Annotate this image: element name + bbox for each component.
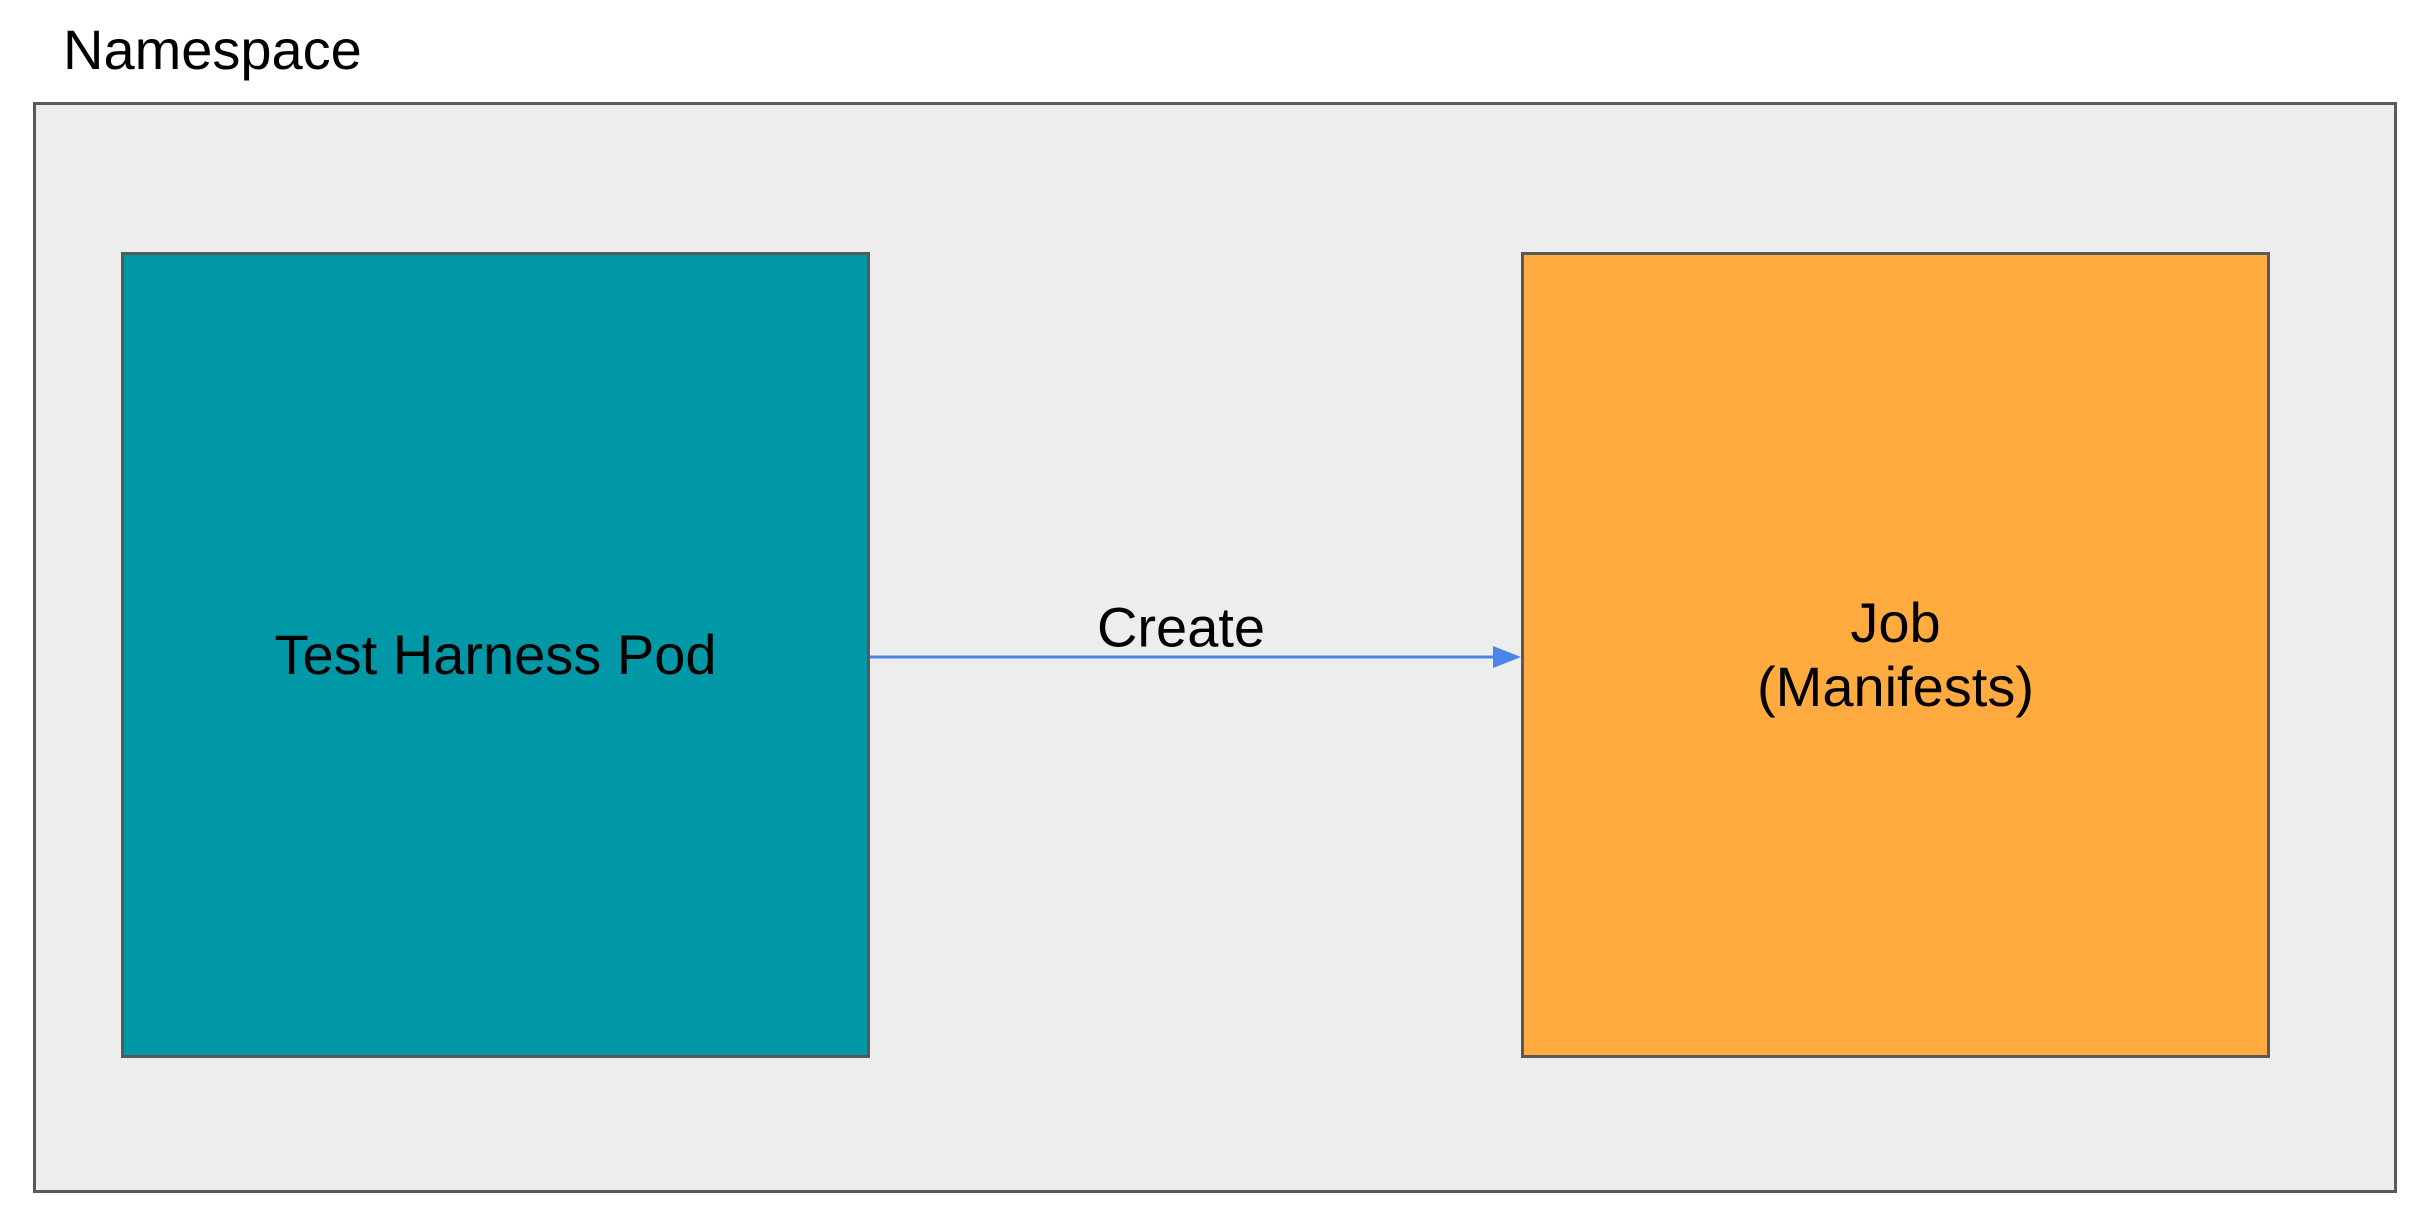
namespace-title: Namespace (63, 18, 362, 81)
test-harness-pod-node: Test Harness Pod (121, 252, 870, 1058)
job-node: Job (Manifests) (1521, 252, 2270, 1058)
create-edge-label: Create (1096, 595, 1266, 659)
job-label: Job (Manifests) (1757, 591, 2034, 718)
test-harness-pod-label: Test Harness Pod (274, 623, 717, 686)
